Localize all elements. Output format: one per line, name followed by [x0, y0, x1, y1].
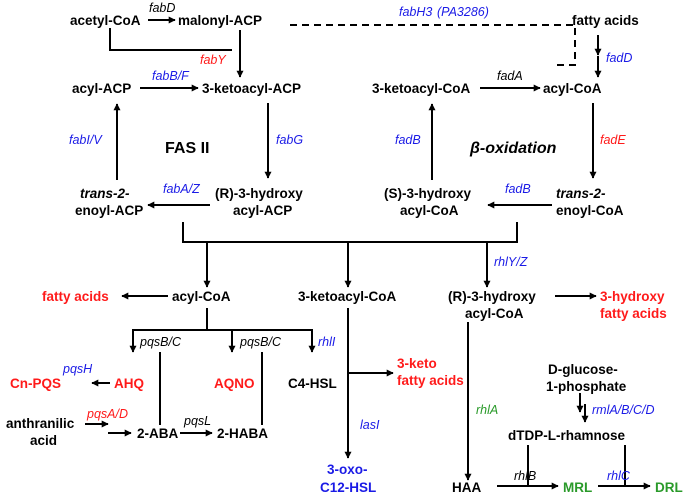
- mol-keto-fa-2: fatty acids: [397, 373, 464, 388]
- gene-fabAZ: fabA/Z: [163, 182, 200, 196]
- mol-ketoacyl-coa-top: 3-ketoacyl-CoA: [372, 81, 471, 96]
- mol-mrl: MRL: [563, 480, 592, 495]
- gene-fadB-left: fadB: [395, 133, 421, 147]
- arrow-to-c4hsl: [232, 329, 316, 353]
- mol-s-hydroxy-coa-2: acyl-CoA: [400, 203, 459, 218]
- mol-r-hydroxy-acp-2: acyl-ACP: [233, 203, 292, 218]
- title-beta-oxidation: β-oxidation: [469, 140, 557, 157]
- arrow-to-ahq: [129, 308, 208, 353]
- mol-acyl-coa-top: acyl-CoA: [543, 81, 602, 96]
- gene-pqsL: pqsL: [183, 414, 211, 428]
- connector-lines: [85, 16, 651, 490]
- mol-haa: HAA: [452, 480, 481, 495]
- mol-acetyl-coa: acetyl-CoA: [70, 13, 141, 28]
- gene-pqsAD: pqsA/D: [86, 407, 128, 421]
- gene-fabIV: fabI/V: [69, 133, 103, 147]
- gene-fabH3: fabH3: [399, 5, 432, 19]
- line-fabH3-dashed: [290, 24, 576, 66]
- mol-fatty-acids-mid: fatty acids: [42, 289, 109, 304]
- gene-pqsBC-1: pqsB/C: [139, 335, 182, 349]
- gene-rhlB: rhlB: [514, 469, 536, 483]
- mol-ketoacyl-acp: 3-ketoacyl-ACP: [202, 81, 301, 96]
- mol-dtdp-rhamnose: dTDP-L-rhamnose: [508, 428, 625, 443]
- gene-fabD: fabD: [149, 1, 175, 15]
- mol-aqno: AQNO: [214, 376, 255, 391]
- gene-rhlYZ: rhlY/Z: [494, 255, 528, 269]
- gene-fabY: fabY: [200, 53, 227, 67]
- mol-trans-enoyl-acp-2: enoyl-ACP: [75, 203, 143, 218]
- mol-ketoacyl-coa-mid: 3-ketoacyl-CoA: [298, 289, 397, 304]
- collector-bracket: [182, 222, 518, 243]
- mol-r-hydroxy-acp-1: (R)-3-hydroxy: [215, 186, 303, 201]
- mol-fatty-acids-top: fatty acids: [572, 13, 639, 28]
- mol-malonyl-acp: malonyl-ACP: [178, 13, 262, 28]
- gene-rhlI: rhlI: [318, 335, 336, 349]
- mol-3-oxo-2: C12-HSL: [320, 480, 376, 495]
- gene-fadA: fadA: [497, 69, 523, 83]
- title-fas2: FAS II: [165, 140, 209, 157]
- mol-d-glucose-2: 1-phosphate: [546, 379, 627, 394]
- arrow-to-aqno: [207, 329, 236, 353]
- gene-rhlA: rhlA: [476, 403, 498, 417]
- mol-anthranilic-1: anthranilic: [6, 416, 75, 431]
- mol-trans-enoyl-coa-1: trans-2-: [556, 186, 606, 201]
- gene-pqsH: pqsH: [62, 362, 93, 376]
- gene-fabBF: fabB/F: [152, 69, 190, 83]
- mol-keto-fa-1: 3-keto: [397, 356, 437, 371]
- mol-drl: DRL: [655, 480, 683, 495]
- gene-fadD: fadD: [606, 51, 632, 65]
- section-titles: FAS II β-oxidation: [165, 140, 557, 157]
- mol-acyl-coa-mid: acyl-CoA: [172, 289, 231, 304]
- mol-2-haba: 2-HABA: [217, 426, 268, 441]
- mol-hydroxy-fa-1: 3-hydroxy: [600, 289, 665, 304]
- gene-pa3286: (PA3286): [437, 5, 489, 19]
- mol-cn-pqs: Cn-PQS: [10, 376, 61, 391]
- mol-c4-hsl: C4-HSL: [288, 376, 337, 391]
- gene-rhlC: rhlC: [607, 469, 631, 483]
- mol-trans-enoyl-coa-2: enoyl-CoA: [556, 203, 624, 218]
- mol-r-hydroxy-coa-1: (R)-3-hydroxy: [448, 289, 536, 304]
- gene-fadE: fadE: [600, 133, 626, 147]
- mol-2-aba: 2-ABA: [137, 426, 179, 441]
- mol-d-glucose-1: D-glucose-: [548, 362, 618, 377]
- mol-s-hydroxy-coa-1: (S)-3-hydroxy: [384, 186, 472, 201]
- mol-3-oxo-1: 3-oxo-: [327, 462, 368, 477]
- gene-fabG: fabG: [276, 133, 303, 147]
- gene-rmlABCD: rmlA/B/C/D: [592, 403, 655, 417]
- gene-labels: fabD fabH3 (PA3286) fabY fadD fabB/F fad…: [62, 1, 655, 483]
- gene-fadB-bottom: fadB: [505, 182, 531, 196]
- mol-trans-enoyl-acp-1: trans-2-: [80, 186, 130, 201]
- gene-pqsBC-2: pqsB/C: [239, 335, 282, 349]
- mol-anthranilic-2: acid: [30, 433, 57, 448]
- gene-lasI: lasI: [360, 418, 380, 432]
- mol-hydroxy-fa-2: fatty acids: [600, 306, 667, 321]
- mol-r-hydroxy-coa-2: acyl-CoA: [465, 306, 524, 321]
- molecule-labels: acetyl-CoA malonyl-ACP fatty acids acyl-…: [6, 13, 683, 495]
- mol-ahq: AHQ: [114, 376, 144, 391]
- line-acetyl-fabY: [109, 28, 232, 51]
- mol-acyl-acp: acyl-ACP: [72, 81, 131, 96]
